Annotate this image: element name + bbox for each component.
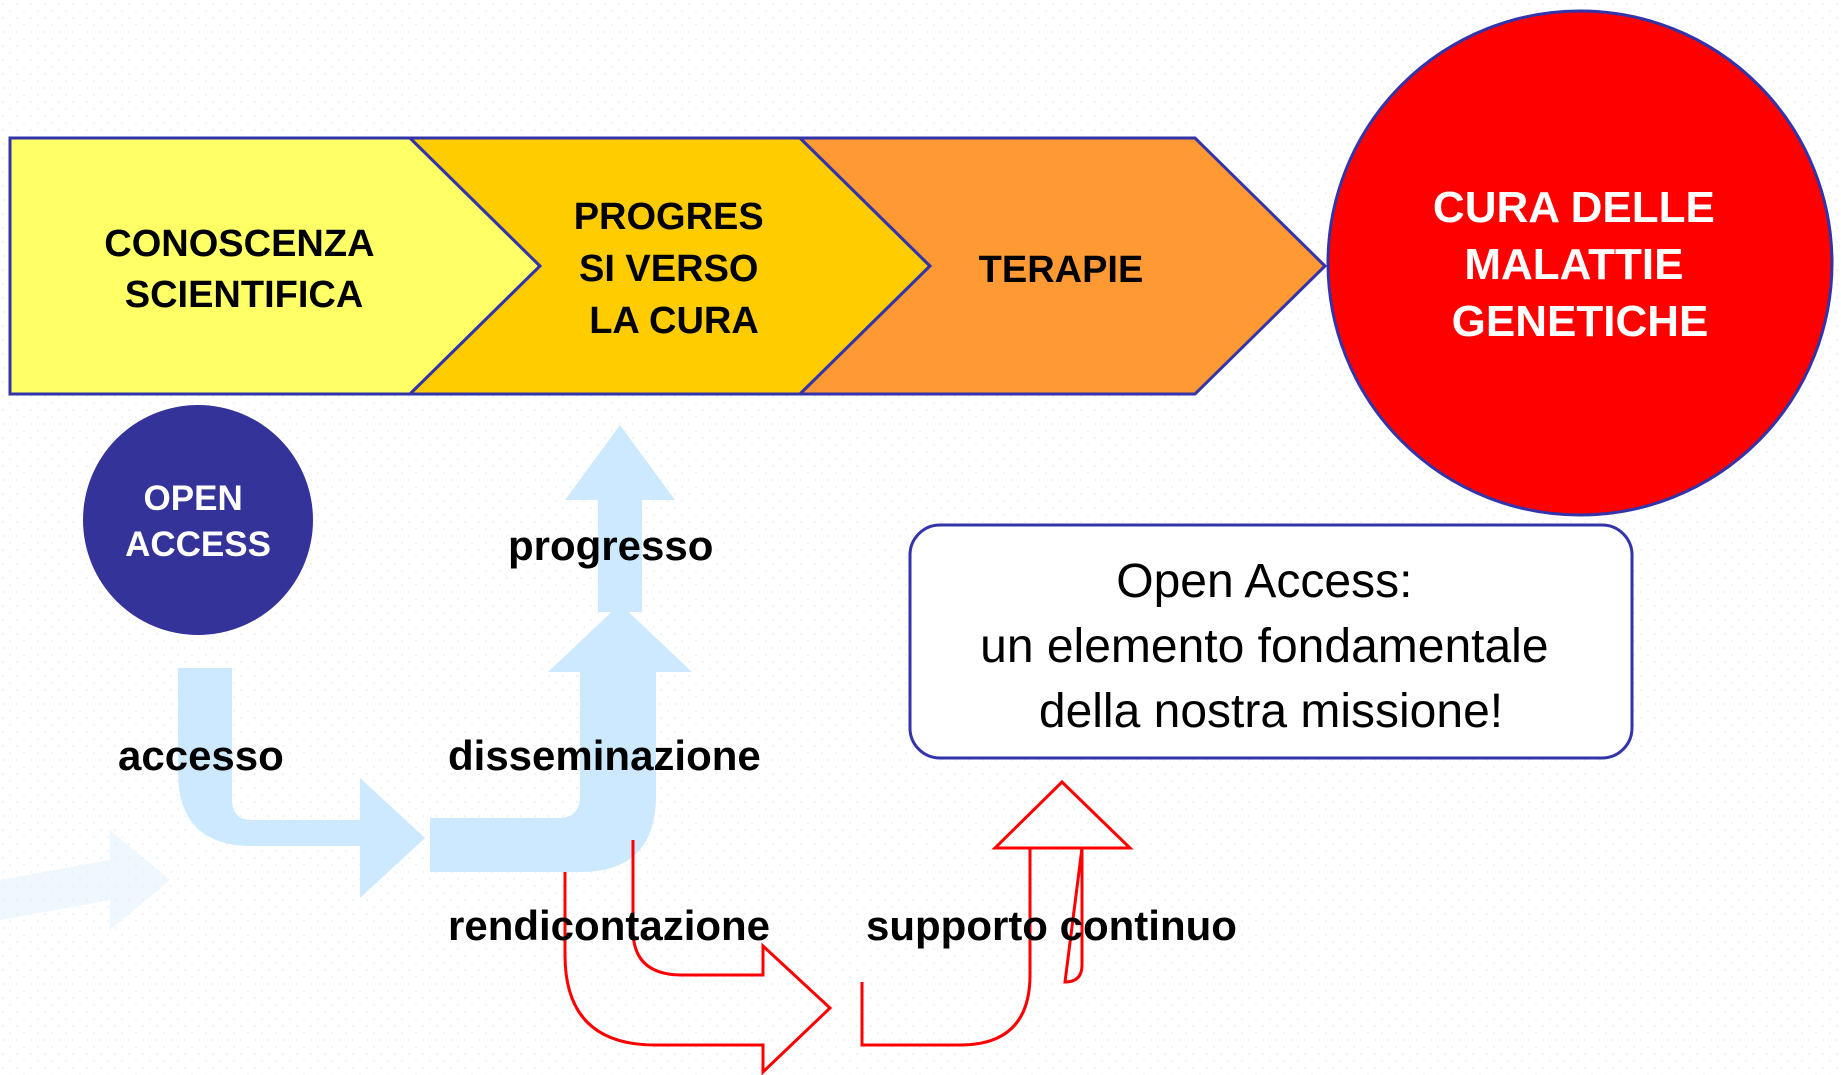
chevron-progressi-label: PROGRES SI VERSO LA CURA [574,196,775,342]
chevron-conoscenza-line-1: CONOSCENZA [104,223,374,265]
open-access-label: OPEN ACCESS [125,479,271,564]
label-supporto-continuo: supporto continuo [866,902,1237,949]
light-flow-arrows [0,425,692,930]
chevron-terapie-label: TERAPIE [979,249,1144,291]
disseminazione-arrow [430,604,692,872]
supporto-arrow [860,779,1134,1047]
open-access-line-2: ACCESS [125,525,271,564]
open-access-line-1: OPEN [144,479,243,518]
message-line-3: della nostra missione! [1039,685,1503,738]
goal-line-3: GENETICHE [1452,297,1709,346]
message-line-1: Open Access: [1116,555,1412,608]
goal-line-2: MALATTIE [1464,240,1683,289]
progresso-arrow [565,425,675,612]
message-box-text: Open Access: un elemento fondamentale de… [980,555,1562,738]
chevron-progressi-line-1: PROGRES [574,196,764,238]
rendicontazione-arrow [563,840,833,1075]
goal-circle [1326,9,1834,517]
decor-arrow-left [0,830,170,930]
chevron-conoscenza-line-2: SCIENTIFICA [125,274,364,316]
message-box [908,523,1634,760]
accesso-arrow [178,668,425,898]
chevron-progressi-line-2: SI VERSO [579,248,759,290]
label-disseminazione: disseminazione [448,732,761,779]
process-chevrons [8,136,1328,396]
goal-circle-label: CURA DELLE MALATTIE GENETICHE [1433,183,1727,346]
red-flow-arrows [563,779,1134,1075]
chevron-progressi-line-3: LA CURA [589,300,759,342]
chevron-terapie [796,136,1328,396]
label-rendicontazione: rendicontazione [448,902,770,949]
label-accesso: accesso [118,732,284,779]
message-line-2: un elemento fondamentale [980,620,1548,673]
label-progresso: progresso [508,522,713,569]
chevron-conoscenza-label: CONOSCENZA SCIENTIFICA [104,223,383,316]
chevron-terapie-line-1: TERAPIE [979,249,1144,291]
open-access-circle [83,405,313,635]
goal-line-1: CURA DELLE [1433,183,1715,232]
